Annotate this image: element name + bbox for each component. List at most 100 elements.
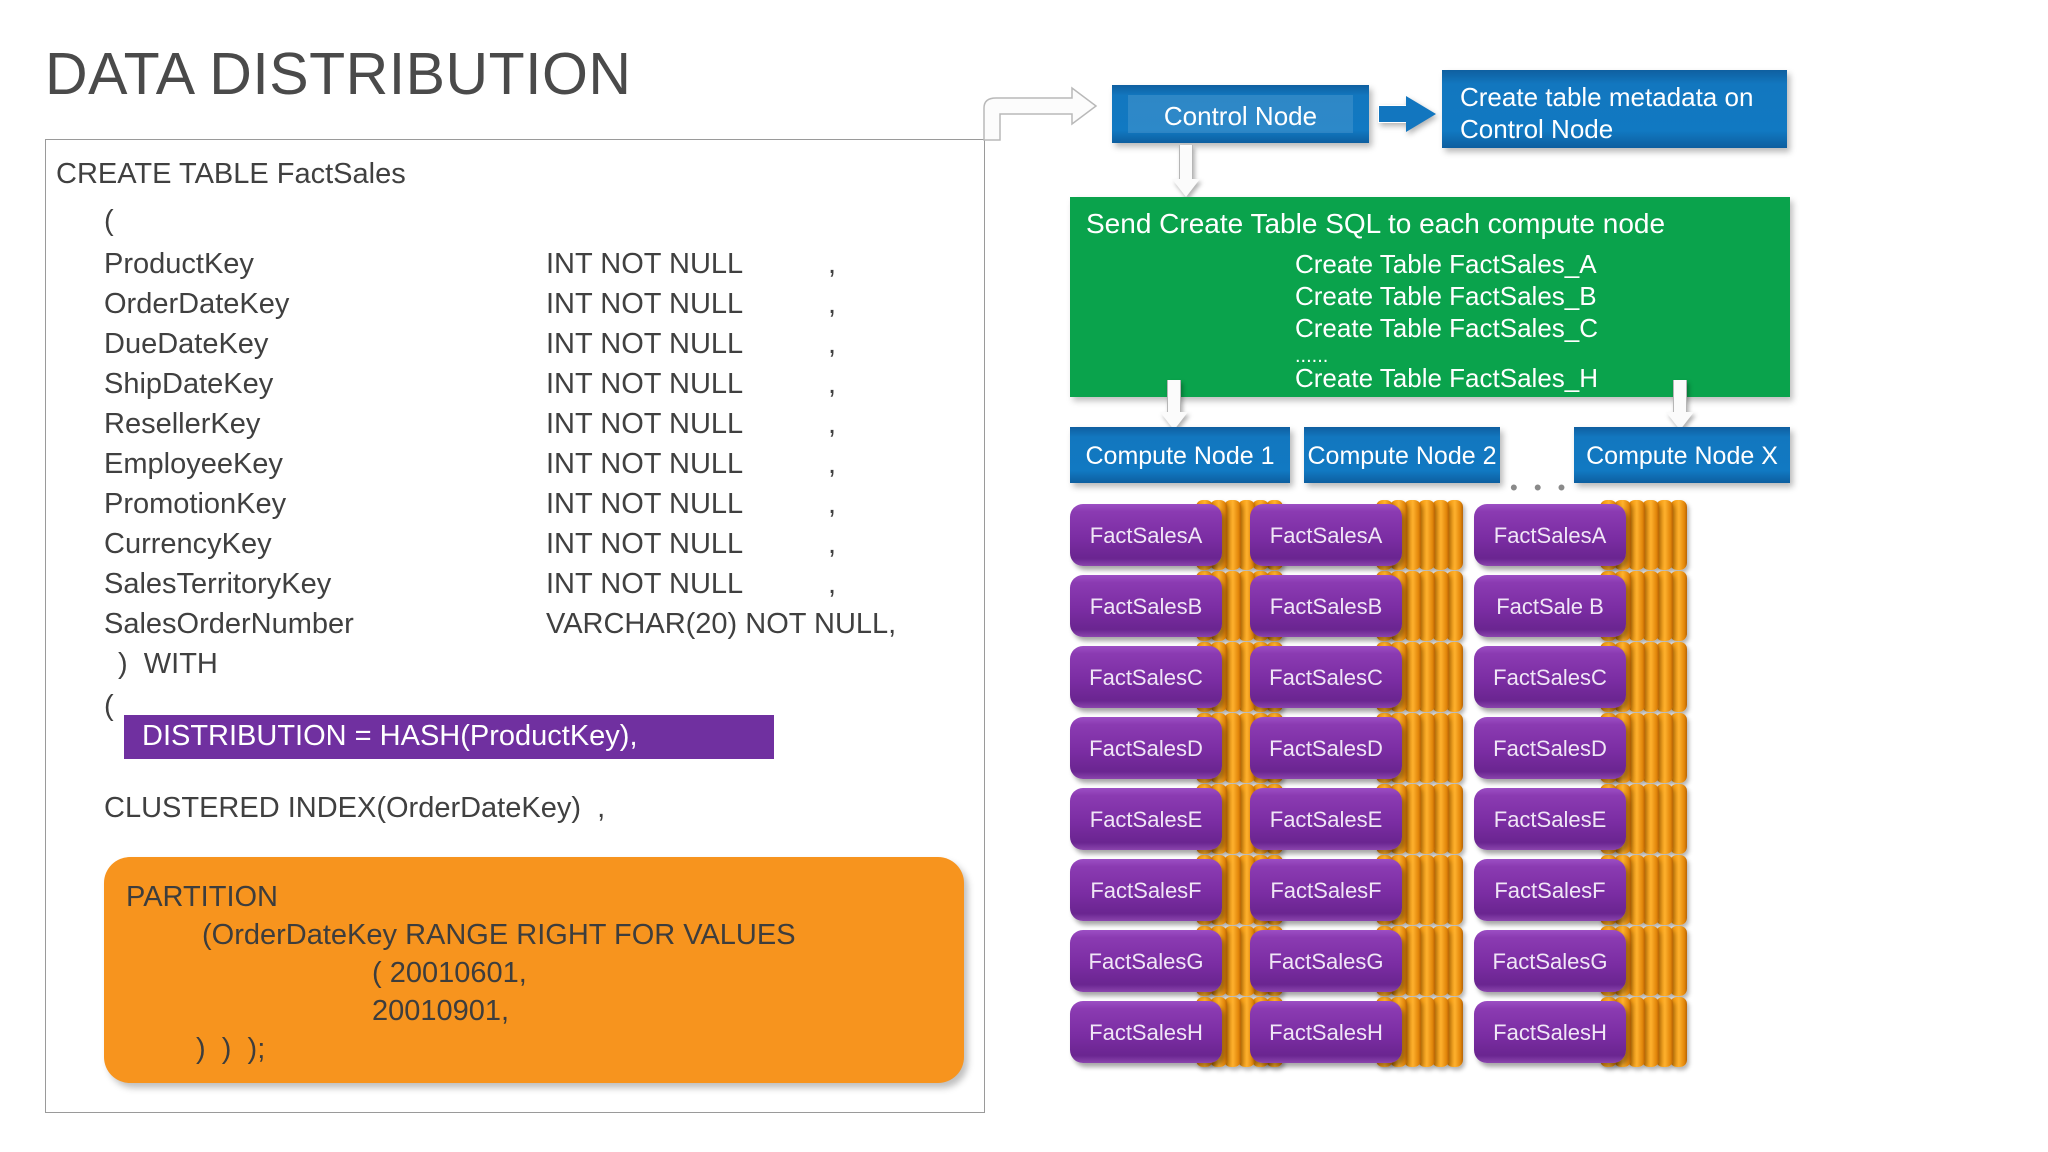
sql-col-comma: , [828, 528, 837, 560]
partition-value: ( 20010601, [372, 957, 527, 989]
table-slab[interactable]: FactSalesE [1250, 788, 1402, 850]
table-slab[interactable]: FactSalesH [1474, 1001, 1626, 1063]
sql-col-comma: , [828, 248, 837, 280]
sql-col-type: INT NOT NULL [546, 368, 744, 400]
partition-range-line: (OrderDateKey RANGE RIGHT FOR VALUES [202, 919, 796, 951]
table-slab-label: FactSalesD [1493, 736, 1607, 761]
table-slab[interactable]: FactSalesF [1474, 859, 1626, 921]
compute-node-label: Compute Node X [1586, 442, 1778, 470]
sql-col-name: SalesOrderNumber [104, 608, 354, 640]
table-slab-label: FactSalesC [1089, 665, 1203, 690]
sql-col-comma: , [828, 368, 837, 400]
send-create-table-box: Send Create Table SQL to each compute no… [1070, 197, 1790, 397]
table-slab[interactable]: FactSalesC [1070, 646, 1222, 708]
send-box-item: Create Table FactSales_A [1295, 249, 1597, 279]
sql-col-name: ResellerKey [104, 408, 261, 440]
table-slab[interactable]: FactSalesA [1070, 504, 1222, 566]
sql-col-comma: , [828, 408, 837, 440]
table-slab[interactable]: FactSalesF [1250, 859, 1402, 921]
table-slab-label: FactSalesG [1492, 949, 1608, 974]
partition-closing: ) ) ); [196, 1033, 266, 1065]
arrow-right-icon [1378, 96, 1436, 132]
sql-col-name: PromotionKey [104, 488, 287, 520]
compute-node-label: Compute Node 2 [1307, 442, 1497, 470]
sql-col-type: INT NOT NULL [546, 248, 744, 280]
send-box-heading: Send Create Table SQL to each compute no… [1086, 208, 1666, 239]
sql-header: CREATE TABLE FactSales [56, 158, 406, 190]
sql-col-name: EmployeeKey [104, 448, 283, 480]
table-slab[interactable]: FactSalesD [1474, 717, 1626, 779]
table-slab[interactable]: FactSalesG [1070, 930, 1222, 992]
create-metadata-label: Create table metadata on Control Node [1460, 82, 1754, 144]
compute-node-1-box[interactable]: Compute Node 1 [1070, 427, 1290, 483]
sql-col-comma: , [828, 288, 837, 320]
table-slab[interactable]: FactSalesD [1070, 717, 1222, 779]
table-slab[interactable]: FactSalesA [1250, 504, 1402, 566]
table-slab-label: FactSalesC [1269, 665, 1383, 690]
table-slab-label: FactSalesH [1493, 1020, 1607, 1045]
sql-col-type: INT NOT NULL [546, 488, 744, 520]
table-slab[interactable]: FactSalesB [1070, 575, 1222, 637]
partition-keyword: PARTITION [126, 881, 278, 913]
table-slab-label: FactSalesE [1493, 807, 1607, 832]
table-slab-label: FactSalesE [1269, 807, 1383, 832]
sql-col-type: INT NOT NULL [546, 448, 744, 480]
sql-col-type: VARCHAR(20) NOT NULL, [546, 608, 897, 640]
table-slab[interactable]: FactSalesC [1250, 646, 1402, 708]
arrow-down-icon [1160, 380, 1188, 430]
distribution-text: DISTRIBUTION = HASH(ProductKey), [142, 720, 638, 752]
table-slab[interactable]: FactSalesB [1250, 575, 1402, 637]
table-slab-label: FactSalesD [1089, 736, 1203, 761]
sql-col-type: INT NOT NULL [546, 328, 744, 360]
sql-col-type: INT NOT NULL [546, 528, 744, 560]
compute-node-x-box[interactable]: Compute Node X [1574, 427, 1790, 483]
table-slab[interactable]: FactSalesA [1474, 504, 1626, 566]
sql-col-type: INT NOT NULL [546, 568, 744, 600]
table-slab[interactable]: FactSalesH [1070, 1001, 1222, 1063]
sql-col-name: SalesTerritoryKey [104, 568, 332, 600]
table-slab-label: FactSalesA [1089, 523, 1203, 548]
create-metadata-box[interactable]: Create table metadata on Control Node [1442, 70, 1787, 148]
send-box-item: Create Table FactSales_H [1295, 363, 1599, 393]
table-slab[interactable]: FactSalesG [1474, 930, 1626, 992]
table-slab[interactable]: FactSalesD [1250, 717, 1402, 779]
table-slab[interactable]: FactSale B [1474, 575, 1626, 637]
table-slab-label: FactSalesB [1269, 594, 1383, 619]
partition-callout: PARTITION (OrderDateKey RANGE RIGHT FOR … [104, 857, 964, 1083]
sql-col-type: INT NOT NULL [546, 408, 744, 440]
arrow-down-icon [1666, 380, 1694, 430]
sql-col-comma: , [828, 328, 837, 360]
control-node-sheen [1128, 95, 1353, 133]
table-slab[interactable]: FactSalesG [1250, 930, 1402, 992]
sql-clustered-index: CLUSTERED INDEX(OrderDateKey) , [104, 792, 606, 824]
ellipsis-separator: • • • [1510, 475, 1571, 500]
table-slab[interactable]: FactSalesF [1070, 859, 1222, 921]
table-slab-label: FactSalesE [1089, 807, 1203, 832]
table-slab-label: FactSalesB [1089, 594, 1203, 619]
table-slab-label: FactSalesA [1493, 523, 1607, 548]
send-box-item: ...... [1295, 345, 1329, 367]
control-node-label: Control Node [1163, 101, 1318, 131]
table-slab-label: FactSalesF [1270, 878, 1382, 903]
partition-value: 20010901, [372, 995, 510, 1027]
sql-col-name: ShipDateKey [104, 368, 274, 400]
sql-col-name: CurrencyKey [104, 528, 272, 560]
send-box-item: Create Table FactSales_C [1295, 313, 1599, 343]
table-slab-label: FactSalesG [1088, 949, 1204, 974]
table-slab[interactable]: FactSalesC [1474, 646, 1626, 708]
page-title: DATA DISTRIBUTION [45, 41, 632, 107]
table-slab[interactable]: FactSalesE [1070, 788, 1222, 850]
table-slab-label: FactSalesA [1269, 523, 1383, 548]
sql-close-with: ) WITH [118, 648, 218, 680]
sql-col-comma: , [828, 488, 837, 520]
compute-node-2-box[interactable]: Compute Node 2 [1304, 427, 1500, 483]
table-slab[interactable]: FactSalesE [1474, 788, 1626, 850]
table-slab[interactable]: FactSalesH [1250, 1001, 1402, 1063]
inbound-arrow-icon [980, 82, 1100, 144]
sql-col-type: INT NOT NULL [546, 288, 744, 320]
sql-open-paren: ( [104, 205, 114, 237]
control-node-box[interactable]: Control Node [1112, 85, 1369, 143]
table-slab-label: FactSalesH [1269, 1020, 1383, 1045]
distribution-highlight-banner: DISTRIBUTION = HASH(ProductKey), [124, 715, 774, 759]
